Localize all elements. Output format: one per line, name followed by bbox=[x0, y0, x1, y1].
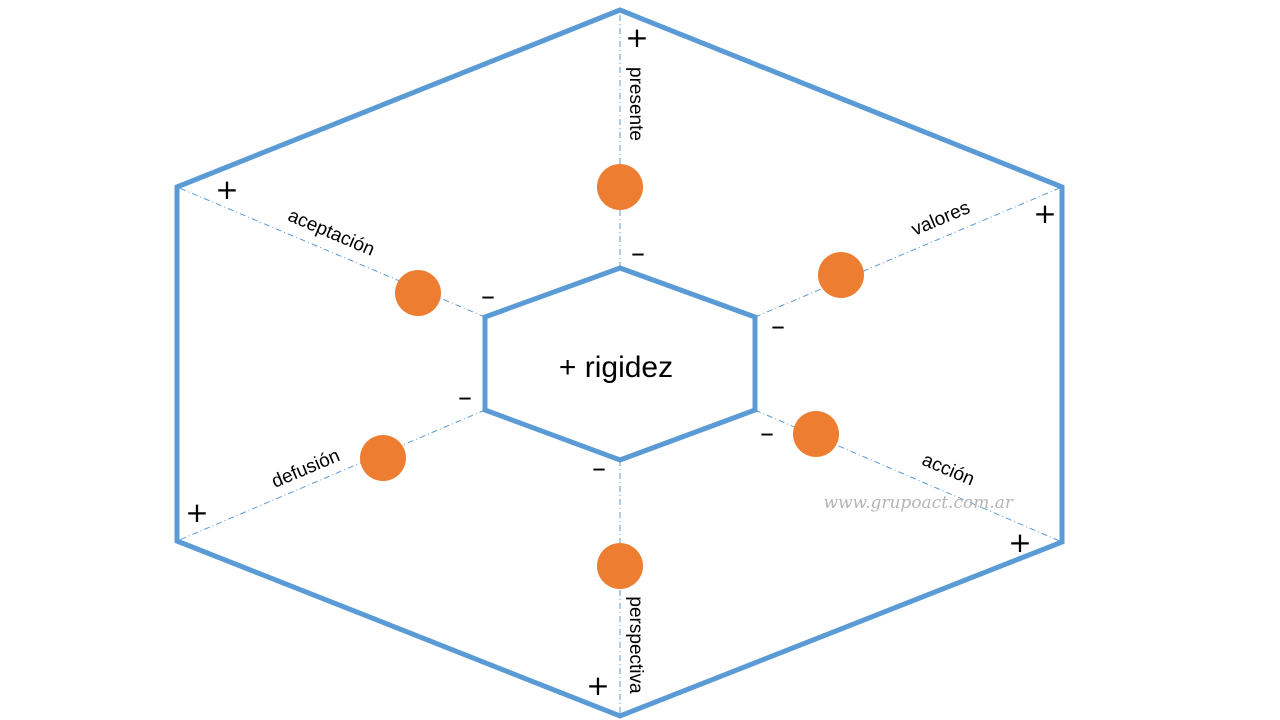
marker-presente bbox=[597, 164, 643, 210]
outer-hexagon bbox=[174, 7, 1065, 719]
inner-sign-defusion: – bbox=[458, 380, 472, 413]
outer-sign-valores: + bbox=[1033, 197, 1056, 230]
axis-line-defusion bbox=[176, 409, 486, 542]
outer-sign-accion: + bbox=[1008, 526, 1031, 559]
axis-label-defusion: defusión bbox=[269, 445, 343, 492]
axis-line-valores bbox=[754, 186, 1063, 318]
inner-sign-presente: – bbox=[631, 236, 645, 269]
outer-sign-defusion: + bbox=[185, 496, 208, 529]
axis-label-presente: presente bbox=[625, 67, 646, 141]
axis-label-perspectiva: perspectiva bbox=[625, 596, 646, 694]
marker-perspectiva bbox=[597, 543, 643, 589]
marker-aceptacion bbox=[395, 270, 441, 316]
inner-sign-perspectiva: – bbox=[592, 451, 606, 484]
axis-label-aceptacion: aceptación bbox=[285, 205, 378, 260]
inner-sign-valores: – bbox=[771, 309, 785, 342]
outer-sign-aceptacion: + bbox=[215, 173, 238, 206]
outer-sign-presente: + bbox=[625, 21, 648, 54]
inner-sign-accion: – bbox=[760, 416, 774, 449]
inner-sign-aceptacion: – bbox=[481, 279, 495, 312]
watermark: www.grupoact.com.ar bbox=[823, 493, 1013, 513]
axis-label-valores: valores bbox=[909, 197, 974, 240]
outer-sign-perspectiva: + bbox=[586, 669, 609, 702]
marker-defusion bbox=[360, 435, 406, 481]
inner-hexagon bbox=[482, 265, 758, 463]
center-label: + rigidez bbox=[559, 351, 673, 384]
marker-accion bbox=[793, 411, 839, 457]
marker-valores bbox=[818, 252, 864, 298]
